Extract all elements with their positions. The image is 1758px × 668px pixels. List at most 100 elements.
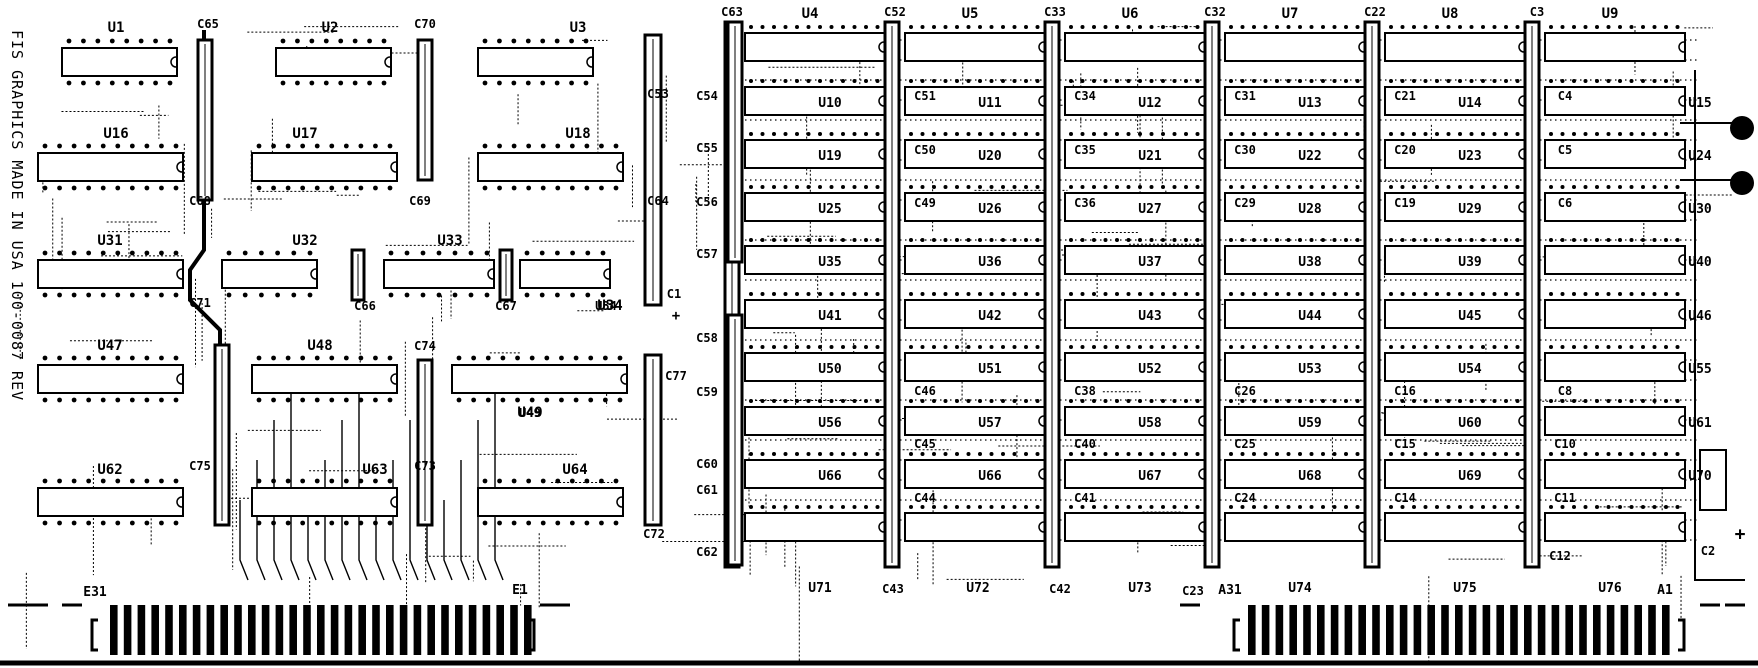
edge-bracket bbox=[90, 618, 98, 652]
component-label: U66 bbox=[978, 469, 1002, 484]
component-label: C69 bbox=[409, 194, 431, 208]
chip-notch bbox=[390, 496, 397, 508]
pin-pad bbox=[1652, 452, 1657, 456]
chip-notch bbox=[1038, 361, 1045, 373]
pin-pad bbox=[1298, 79, 1302, 83]
pin-pad bbox=[329, 397, 335, 403]
pin-pad bbox=[1252, 399, 1256, 403]
pin-pad bbox=[749, 132, 753, 136]
pin-pad bbox=[420, 250, 426, 256]
component-label: C33 bbox=[1044, 5, 1066, 19]
edge-finger bbox=[206, 605, 215, 655]
pin-pad bbox=[852, 345, 857, 349]
pin-pad bbox=[1412, 452, 1416, 456]
pin-pad bbox=[1572, 292, 1576, 296]
pin-pad bbox=[1560, 399, 1565, 403]
pin-pad bbox=[42, 250, 48, 256]
pin-pad bbox=[1024, 399, 1028, 403]
pin-pad bbox=[1400, 132, 1405, 136]
pin-pad bbox=[1549, 238, 1553, 242]
pin-pad bbox=[295, 80, 300, 86]
pin-pad bbox=[1126, 25, 1131, 29]
pin-pad bbox=[115, 478, 121, 484]
pin-pad bbox=[955, 345, 959, 349]
pin-pad bbox=[573, 397, 579, 403]
pin-pad bbox=[760, 185, 765, 189]
dip-chip bbox=[477, 478, 624, 526]
pin-pad bbox=[1583, 505, 1588, 509]
pin-pad bbox=[1080, 399, 1085, 403]
pin-pad bbox=[1069, 505, 1073, 509]
edge-connector-layer bbox=[0, 603, 1758, 666]
component-label: A31 bbox=[1218, 583, 1242, 598]
pin-pad bbox=[100, 292, 106, 298]
pin-pad bbox=[1035, 452, 1040, 456]
resistor bbox=[1699, 449, 1727, 511]
capacitor bbox=[643, 353, 663, 527]
pin-pad bbox=[1012, 399, 1017, 403]
pin-pad bbox=[1641, 79, 1645, 83]
pin-pad bbox=[829, 452, 834, 456]
pin-pad bbox=[1240, 79, 1245, 83]
edge-bracket bbox=[528, 618, 536, 652]
pin-pad bbox=[86, 143, 92, 149]
component-label: U38 bbox=[1298, 255, 1322, 270]
chip-body bbox=[251, 487, 398, 517]
pin-pad bbox=[783, 345, 788, 349]
edge-finger bbox=[1427, 605, 1435, 655]
pin-pad bbox=[829, 399, 834, 403]
pin-pad bbox=[1149, 505, 1154, 509]
pin-pad bbox=[1024, 25, 1028, 29]
component-label: E1 bbox=[512, 583, 528, 598]
pin-pad bbox=[1138, 132, 1142, 136]
pin-pad bbox=[1172, 25, 1177, 29]
pin-pad bbox=[300, 478, 306, 484]
pin-pad bbox=[1412, 25, 1416, 29]
pin-pad bbox=[387, 478, 393, 484]
pin-pad bbox=[875, 345, 880, 349]
bus-trace bbox=[273, 420, 283, 581]
pin-pad bbox=[932, 132, 936, 136]
pin-pad bbox=[129, 478, 135, 484]
dip-chip bbox=[451, 355, 628, 403]
pin-pad bbox=[602, 355, 608, 361]
chip-notch bbox=[1518, 308, 1525, 320]
pin-pad bbox=[1504, 185, 1508, 189]
pin-pad bbox=[932, 399, 936, 403]
pin-pad bbox=[1286, 452, 1291, 456]
pin-pad bbox=[875, 452, 880, 456]
pin-pad bbox=[1515, 345, 1520, 349]
pin-pad bbox=[943, 25, 948, 29]
pin-pad bbox=[932, 452, 936, 456]
capacitor bbox=[883, 20, 901, 569]
pin-pad bbox=[818, 25, 822, 29]
pin-pad bbox=[1092, 238, 1096, 242]
edge-finger bbox=[261, 605, 270, 655]
pin-pad bbox=[1103, 25, 1108, 29]
pin-pad bbox=[540, 143, 546, 149]
pin-pad bbox=[1080, 132, 1085, 136]
capacitor bbox=[498, 248, 514, 302]
pin-pad bbox=[1389, 238, 1393, 242]
component-label: A1 bbox=[1657, 583, 1673, 598]
pin-pad bbox=[1240, 292, 1245, 296]
pin-pad bbox=[468, 292, 474, 298]
component-label: U58 bbox=[1138, 416, 1162, 431]
dip-chip bbox=[37, 250, 184, 298]
edge-finger bbox=[151, 605, 159, 655]
pin-pad bbox=[373, 143, 378, 149]
component-label: C1 bbox=[667, 287, 681, 301]
chip-notch bbox=[1198, 201, 1205, 213]
pin-pad bbox=[291, 292, 297, 298]
pin-pad bbox=[1115, 79, 1119, 83]
pin-pad bbox=[539, 250, 545, 256]
edge-finger bbox=[1606, 605, 1615, 655]
pin-pad bbox=[1606, 345, 1611, 349]
memory-chip bbox=[1064, 406, 1206, 436]
pin-pad bbox=[613, 520, 619, 526]
pin-pad bbox=[1641, 292, 1645, 296]
chip-notch bbox=[1678, 201, 1685, 213]
pin-pad bbox=[1126, 79, 1131, 83]
pin-pad bbox=[1618, 79, 1622, 83]
pin-pad bbox=[358, 478, 364, 484]
